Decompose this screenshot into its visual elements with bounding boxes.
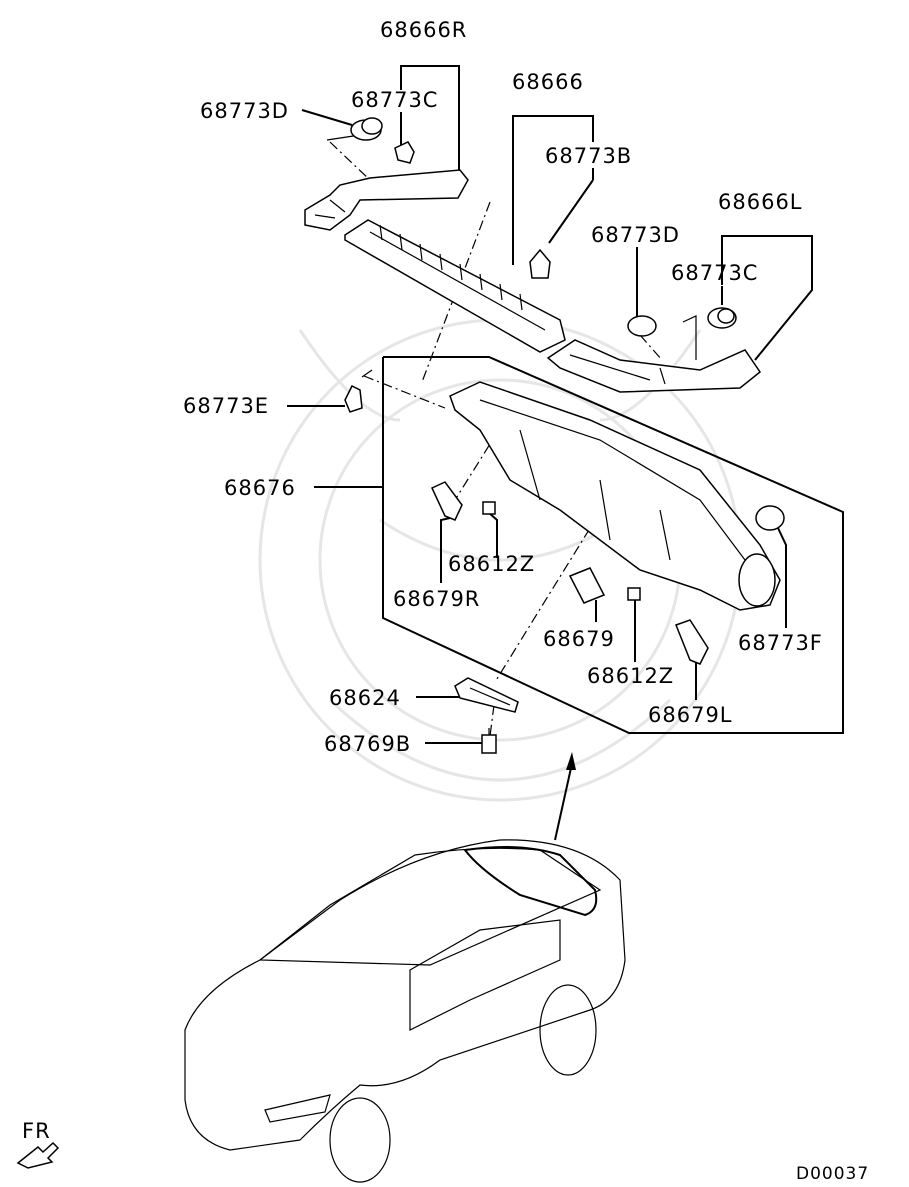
bolt-68769B [481,728,497,754]
diagram-code: D00037 [796,1164,869,1184]
clip-68773C-top [394,141,415,164]
label-68773D-top: 68773D [200,99,289,123]
cover-68679R [431,481,463,521]
label-68773F: 68773F [738,631,823,655]
screw-68612Z-right [627,587,641,601]
label-68612Z-left: 68612Z [448,552,535,576]
label-68773D-right: 68773D [591,223,680,247]
part-68666R-trim [304,169,469,231]
clip-68773C-right [707,307,737,329]
label-68769B: 68769B [324,732,411,756]
label-68666R: 68666R [380,18,467,42]
cover-68679L [675,619,709,665]
label-68773C-right: 68773C [671,261,758,285]
label-68624: 68624 [329,686,401,710]
label-68773B: 68773B [545,144,632,168]
front-direction-label: FR [22,1119,51,1143]
part-68666L-trim [546,339,762,393]
part-labels: 68666R 68773D 68773C 68666 68773B 68666L… [22,18,869,1184]
label-68773C-top: 68773C [351,88,438,112]
screw-68612Z-left [482,501,496,515]
clip-68773D-top [350,117,383,141]
label-68679: 68679 [543,627,615,651]
clip-68773D-right [627,315,657,337]
vehicle-outline [184,839,626,1183]
part-68676-panel [449,381,781,611]
label-68612Z-right: 68612Z [587,664,674,688]
clip-68773F [755,505,785,531]
part-68666-rail [344,219,566,353]
cover-68679 [568,567,606,604]
label-68679L: 68679L [648,703,733,727]
part-68624-bracket [454,677,519,713]
clip-68773E [344,384,363,413]
leader-lines [287,65,844,744]
front-direction-arrow [16,1141,60,1169]
label-68666L: 68666L [718,190,803,214]
clip-68773B [529,248,551,279]
label-68773E: 68773E [183,394,269,418]
label-68679R: 68679R [393,587,480,611]
location-arrow [554,752,576,841]
label-68676: 68676 [224,476,296,500]
label-68666: 68666 [512,70,584,94]
